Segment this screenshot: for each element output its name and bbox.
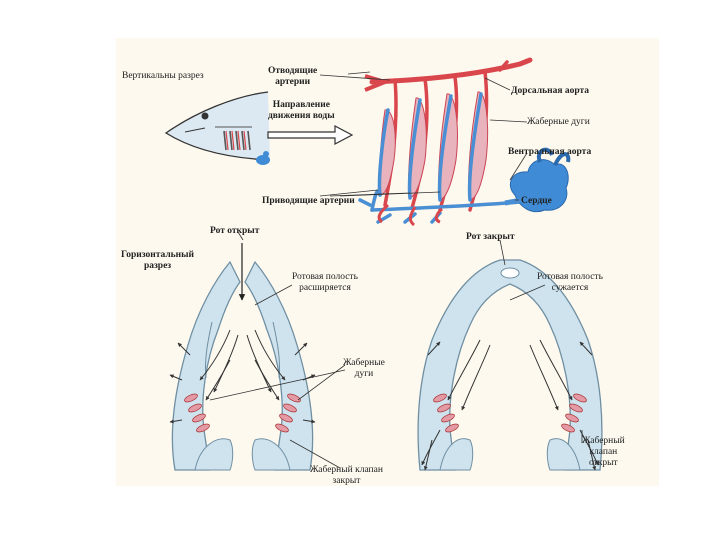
- gill-arches: [378, 91, 489, 201]
- water-direction-arrow: [267, 125, 354, 145]
- label-afferent-arteries: Приводящие артерии: [262, 196, 355, 206]
- heart-icon: [504, 147, 571, 213]
- label-gill-valve-open: Жаберный клапан открыт: [582, 436, 625, 468]
- label-dorsal-aorta: Дорсальная аорта: [511, 86, 590, 96]
- label-efferent-arteries: Отводящие артерии: [268, 66, 318, 87]
- left-water-flow-arrows: [169, 243, 316, 424]
- label-horizontal-section: Горизонтальный разрез: [121, 250, 195, 271]
- afferent-arteries: [358, 92, 522, 224]
- label-gill-arches-bottom: Жаберные дуги: [343, 358, 385, 379]
- left-gill-filaments: [184, 393, 301, 433]
- label-mouth-open: Рот открыт: [210, 226, 260, 236]
- label-water-direction: Направление движения воды: [268, 100, 335, 121]
- label-gill-arches-top: Жаберные дуги: [527, 117, 590, 127]
- left-head-section: [171, 260, 314, 471]
- label-ventral-aorta: Вентральная аорта: [508, 147, 592, 157]
- label-gill-valve-closed: Жаберный клапан закрыт: [310, 465, 383, 486]
- ventral-aorta-red-loops: [377, 203, 444, 227]
- right-gill-filaments: [433, 393, 587, 433]
- right-head-section: [417, 259, 603, 471]
- label-oral-cavity-expands: Ротовая полость расширяется: [292, 272, 358, 293]
- bottom-pointer-lines: [209, 231, 583, 469]
- label-mouth-closed: Рот закрыт: [466, 232, 515, 242]
- label-vertical-section: Вертикальны разрез: [122, 71, 204, 81]
- label-oral-cavity-contracts: Ротовая полость сужается: [537, 272, 603, 293]
- top-pointer-lines: [319, 71, 528, 201]
- label-heart: Сердце: [521, 196, 552, 206]
- right-water-flow-arrows: [421, 339, 599, 471]
- fish-outline-icon: [164, 91, 271, 165]
- small-heart-icon: [256, 151, 270, 165]
